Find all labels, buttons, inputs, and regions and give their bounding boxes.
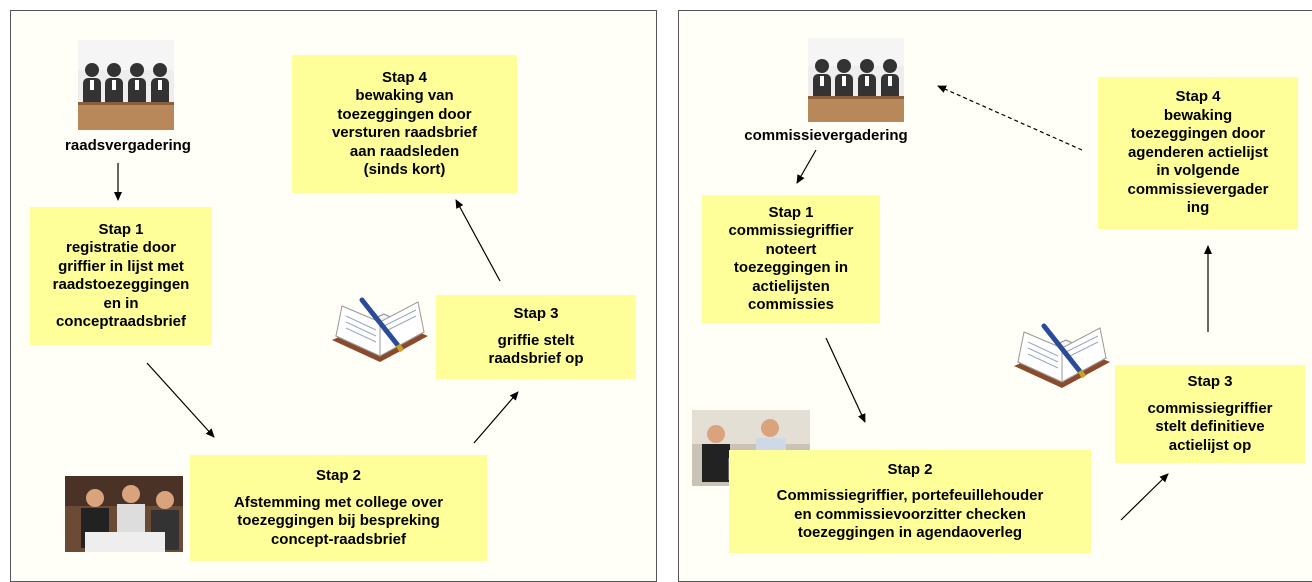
step4-box: Stap 4 bewaking toezeggingen door agende… [1098, 77, 1298, 229]
meeting-label: raadsvergadering [65, 137, 191, 154]
step1-box: Stap 1 commissiegriffier noteert toezegg… [702, 195, 880, 323]
step2-box: Stap 2 Commissiegriffier, portefeuilleho… [729, 450, 1091, 553]
notebook-pen-icon [1014, 323, 1110, 388]
step2-box: Stap 2 Afstemming met college over toeze… [190, 455, 487, 561]
step1-box: Stap 1 registratie door griffier in lijs… [30, 207, 212, 345]
step4-box: Stap 4 bewaking van toezeggingen door ve… [292, 55, 517, 193]
notebook-pen-icon [332, 297, 428, 362]
people-panel-icon [808, 38, 904, 122]
people-panel-icon [78, 40, 174, 130]
meeting-photo-icon [65, 476, 183, 552]
meeting-label: commissievergadering [744, 127, 908, 144]
step3-box: Stap 3 commissiegriffier stelt definitie… [1115, 365, 1305, 463]
step3-box: Stap 3 griffie stelt raadsbrief op [436, 295, 636, 379]
